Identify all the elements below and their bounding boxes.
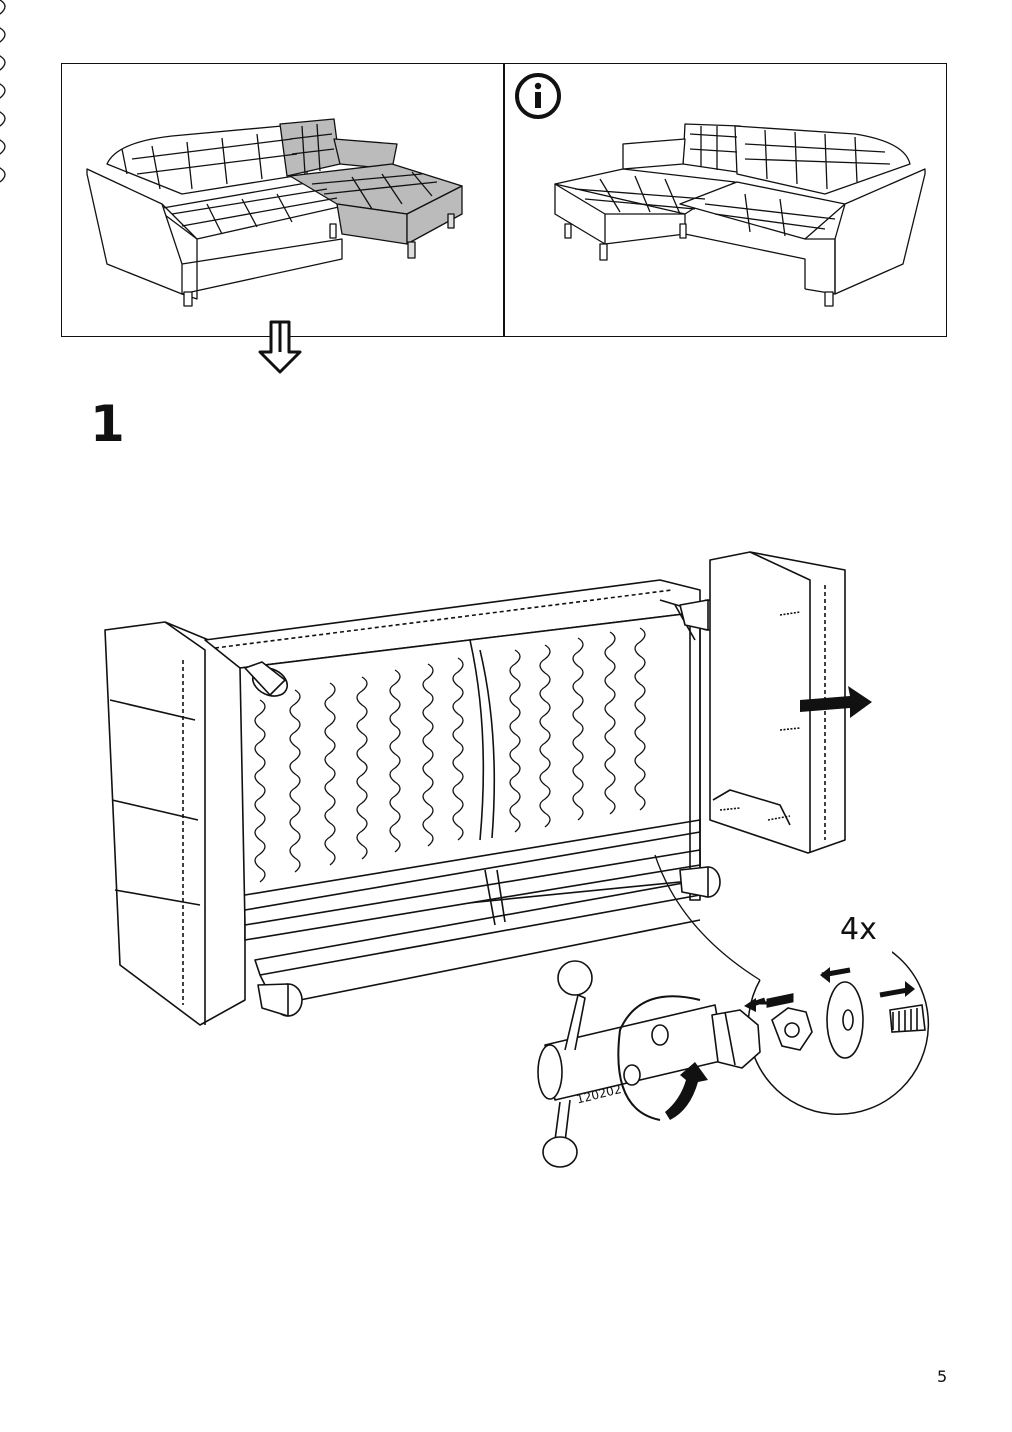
step-number: 1 <box>90 395 125 453</box>
quantity-label: 4x <box>840 912 877 947</box>
rotate-arrow-icon <box>665 1062 708 1120</box>
panel-divider <box>503 64 505 336</box>
pull-arrow-icon <box>800 686 872 718</box>
sofa-frame-illustration <box>0 0 930 1168</box>
page-number: 5 <box>937 1367 948 1386</box>
info-icon <box>515 73 561 119</box>
down-arrow-icon <box>258 318 302 374</box>
configuration-panel <box>61 63 947 337</box>
sofa-left-chaise-illustration <box>554 123 926 307</box>
sofa-right-chaise-illustration <box>86 118 463 307</box>
